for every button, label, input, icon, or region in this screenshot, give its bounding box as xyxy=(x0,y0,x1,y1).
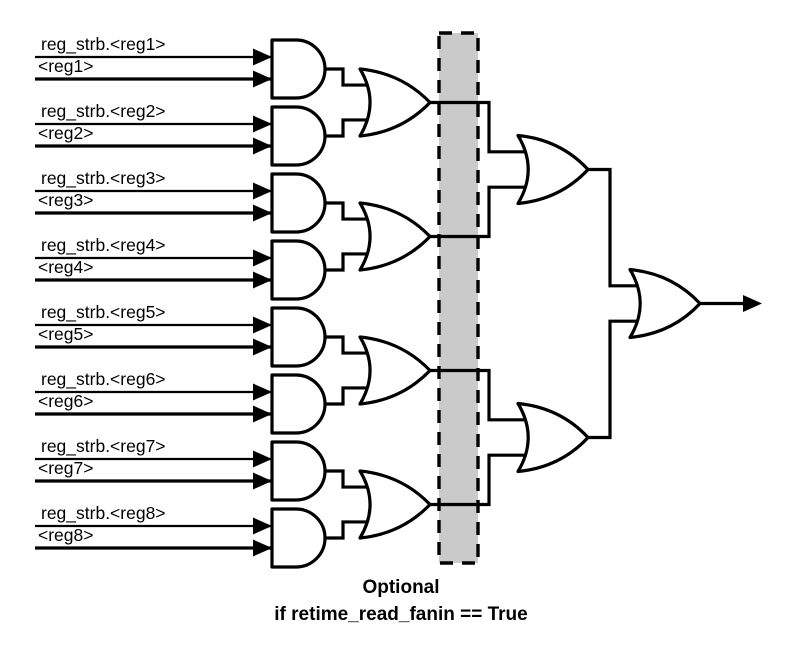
data-label-1: <reg1> xyxy=(38,56,93,76)
and-to-or1-wire-4 xyxy=(325,252,368,272)
and-to-or1-wire-7 xyxy=(325,469,368,489)
data-label-7: <reg7> xyxy=(38,458,93,478)
strobe-input-arrow-4 xyxy=(253,249,272,267)
data-input-arrow-4 xyxy=(253,271,272,289)
and-to-or1-wire-5 xyxy=(325,335,368,355)
data-input-arrow-1 xyxy=(253,70,272,88)
and-gate-group xyxy=(270,38,327,569)
and-to-or1-wire-6 xyxy=(325,386,368,406)
strobe-label-8: reg_strb.<reg8> xyxy=(41,503,166,524)
data-input-arrow-5 xyxy=(253,338,272,356)
strobe-label-6: reg_strb.<reg6> xyxy=(41,369,166,390)
and-to-or1-wire-2 xyxy=(325,118,368,138)
or-gate-output xyxy=(628,267,702,340)
or-level2-wire-group xyxy=(430,100,526,507)
data-label-8: <reg8> xyxy=(38,525,93,545)
or-level1-wire-group xyxy=(325,67,368,540)
and-to-or1-wire-8 xyxy=(325,520,368,540)
input-wire-group xyxy=(35,48,272,557)
data-label-4: <reg4> xyxy=(38,257,93,277)
strobe-label-1: reg_strb.<reg1> xyxy=(41,34,166,55)
strobe-label-4: reg_strb.<reg4> xyxy=(41,235,166,256)
data-input-arrow-7 xyxy=(253,472,272,490)
strobe-input-arrow-3 xyxy=(253,182,272,200)
strobe-input-arrow-1 xyxy=(253,48,272,66)
strobe-input-arrow-2 xyxy=(253,115,272,133)
or-level3-gate-group xyxy=(628,267,702,340)
optional-caption: Optional xyxy=(362,577,439,598)
strobe-input-arrow-8 xyxy=(253,517,272,535)
or-gate-level1-1 xyxy=(358,67,432,138)
or-level2-gate-group xyxy=(516,133,590,474)
and-gate-7 xyxy=(270,440,327,502)
and-to-or1-wire-1 xyxy=(325,67,368,87)
retime-condition-caption: if retime_read_fanin == True xyxy=(274,604,527,625)
strobe-label-5: reg_strb.<reg5> xyxy=(41,302,166,323)
strobe-label-2: reg_strb.<reg2> xyxy=(41,101,166,122)
or-level3-wire-group xyxy=(588,167,762,440)
and-gate-1 xyxy=(270,38,327,100)
data-label-2: <reg2> xyxy=(38,123,93,143)
or-gate-level2-1 xyxy=(516,133,590,206)
and-gate-5 xyxy=(270,306,327,368)
or1-to-or2-wire-2 xyxy=(430,185,526,239)
data-label-6: <reg6> xyxy=(38,391,93,411)
or-gate-level2-2 xyxy=(516,401,590,474)
and-gate-6 xyxy=(270,373,327,435)
and-gate-3 xyxy=(270,172,327,234)
or1-to-or2-wire-1 xyxy=(430,100,526,154)
or2-to-or3-wire-1 xyxy=(588,167,638,288)
or1-to-or2-wire-4 xyxy=(430,453,526,507)
strobe-input-arrow-5 xyxy=(253,316,272,334)
or-level1-gate-group xyxy=(358,67,432,540)
signal-label-group: reg_strb.<reg1><reg1>reg_strb.<reg2><reg… xyxy=(38,34,166,545)
data-input-arrow-6 xyxy=(253,405,272,423)
data-label-3: <reg3> xyxy=(38,190,93,210)
data-input-arrow-8 xyxy=(253,539,272,557)
and-gate-4 xyxy=(270,239,327,301)
and-gate-2 xyxy=(270,105,327,167)
or1-to-or2-wire-3 xyxy=(430,368,526,422)
data-input-arrow-2 xyxy=(253,137,272,155)
output-arrow xyxy=(743,295,762,312)
data-input-arrow-3 xyxy=(253,204,272,222)
data-label-5: <reg5> xyxy=(38,324,93,344)
and-to-or1-wire-3 xyxy=(325,201,368,221)
or2-to-or3-wire-2 xyxy=(588,319,638,440)
strobe-input-arrow-7 xyxy=(253,450,272,468)
strobe-label-3: reg_strb.<reg3> xyxy=(41,168,166,189)
optional-retiming-band xyxy=(437,31,480,565)
strobe-input-arrow-6 xyxy=(253,383,272,401)
strobe-label-7: reg_strb.<reg7> xyxy=(41,436,166,457)
or-gate-level1-4 xyxy=(358,469,432,540)
or-gate-level1-2 xyxy=(358,201,432,272)
or-gate-level1-3 xyxy=(358,335,432,406)
and-gate-8 xyxy=(270,507,327,569)
